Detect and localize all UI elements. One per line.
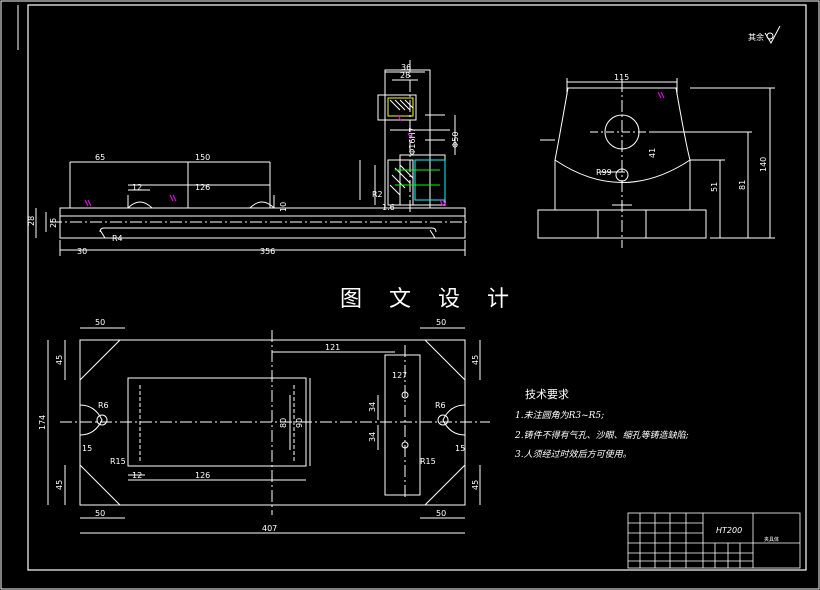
dim-115: 115 xyxy=(614,73,629,82)
dim-45-tl: 45 xyxy=(55,355,64,365)
dim-81: 81 xyxy=(738,180,747,190)
dim-phi16h7: Φ16H7 xyxy=(408,127,417,155)
dim-126-top: 126 xyxy=(195,471,210,480)
dim-R4: R4 xyxy=(112,234,123,243)
tech-req-item-1: 1.未注圆角为R3~R5; xyxy=(515,410,604,421)
top-view-dims: 50 50 121 45 45 12 7 174 R6 R6 R15 R15 1… xyxy=(38,318,480,533)
dim-45-bl: 45 xyxy=(55,480,64,490)
dim-50-tl: 50 xyxy=(95,318,105,327)
dim-R99: R99 xyxy=(596,168,612,177)
dim-12-bottom: 12 xyxy=(132,471,142,480)
side-view-magenta xyxy=(657,91,665,99)
dim-R6-right: R6 xyxy=(435,401,446,410)
dim-28: 28 xyxy=(27,216,36,226)
top-view xyxy=(47,327,490,534)
surface-finish-mark: 其余 xyxy=(748,25,781,45)
dim-R6-left: R6 xyxy=(98,401,109,410)
dim-150: 150 xyxy=(195,153,210,162)
inner-border xyxy=(27,4,807,571)
dim-12: 12 xyxy=(132,183,142,192)
dim-34-upper: 34 xyxy=(368,402,377,412)
dim-90: 90 xyxy=(295,418,304,428)
dim-R15-right: R15 xyxy=(420,457,436,466)
finish-circle-icon xyxy=(766,32,774,40)
dim-51: 51 xyxy=(710,182,719,192)
dim-121: 121 xyxy=(325,343,340,352)
dim-45-br: 45 xyxy=(471,480,480,490)
dim-15-right: 15 xyxy=(455,444,465,453)
title-block xyxy=(627,512,801,569)
dim-15-left: 15 xyxy=(82,444,92,453)
dim-30: 30 xyxy=(77,247,87,256)
dim-140: 140 xyxy=(759,157,768,172)
dim-7: 7 xyxy=(402,371,407,380)
dim-36: 36 xyxy=(401,63,411,72)
dim-174: 174 xyxy=(38,415,47,430)
front-view xyxy=(35,60,470,256)
section-view-dims: 36 28 Φ50 Φ16H7 R2 1.6 xyxy=(372,63,460,212)
dim-50-br: 50 xyxy=(436,509,446,518)
dim-50-bl: 50 xyxy=(95,509,105,518)
front-view-magenta-marks xyxy=(84,114,447,207)
part-name-label: 夹具体 xyxy=(764,536,779,543)
tech-requirements: 技术要求 1.未注圆角为R3~R5; 2.铸件不得有气孔、沙眼、缩孔等铸造缺陷;… xyxy=(514,388,689,460)
dim-1-6: 1.6 xyxy=(382,203,395,212)
tech-req-item-3: 3.人须经过时效后方可使用。 xyxy=(515,449,632,460)
dim-65: 65 xyxy=(95,153,105,162)
material-label: HT200 xyxy=(716,526,742,535)
dim-45-tr: 45 xyxy=(471,355,480,365)
dim-25: 25 xyxy=(49,218,58,228)
dim-356: 356 xyxy=(260,247,275,256)
front-view-green-lines xyxy=(395,169,440,186)
side-view-dims: 115 R99 140 81 51 41 xyxy=(596,73,768,192)
dim-80: 80 xyxy=(279,418,288,428)
watermark-title: 图 文 设 计 xyxy=(340,287,519,312)
tech-req-item-2: 2.铸件不得有气孔、沙眼、缩孔等铸造缺陷; xyxy=(514,430,689,441)
dim-41: 41 xyxy=(648,148,657,158)
dim-R15-left: R15 xyxy=(110,457,126,466)
side-view xyxy=(537,78,775,248)
dim-28-col: 28 xyxy=(400,71,410,80)
tech-req-heading: 技术要求 xyxy=(525,388,569,401)
dim-407: 407 xyxy=(262,524,277,533)
dim-10: 10 xyxy=(279,202,288,212)
dim-phi50: Φ50 xyxy=(451,132,460,148)
surface-finish-label: 其余 xyxy=(748,32,764,42)
dim-34-lower: 34 xyxy=(368,432,377,442)
dim-50-tr: 50 xyxy=(436,318,446,327)
front-view-dims: 65 150 12 126 28 25 30 356 R4 10 xyxy=(27,153,288,256)
dim-126: 126 xyxy=(195,183,210,192)
dim-R2: R2 xyxy=(372,190,383,199)
dim-12-col: 12 xyxy=(392,371,402,380)
